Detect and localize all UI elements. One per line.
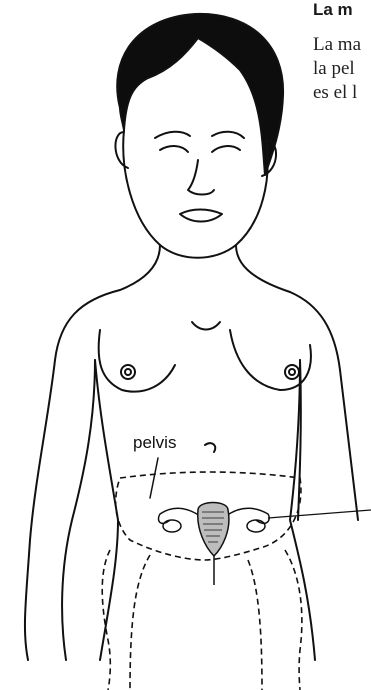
- navel: [205, 443, 215, 452]
- pelvis-pointer-line: [150, 458, 158, 498]
- uterus-pointer-line: [268, 510, 371, 518]
- sternum-mark: [192, 322, 220, 330]
- fallopian-tube-left: [158, 508, 200, 523]
- nipple-left-inner: [125, 369, 131, 375]
- uterus: [198, 503, 229, 557]
- nipple-right-inner: [289, 369, 295, 375]
- nipple-left: [121, 365, 135, 379]
- neck-left: [120, 245, 160, 290]
- hip-bone-right: [285, 550, 302, 690]
- nipple-right: [285, 365, 299, 379]
- section-heading: La m: [313, 0, 353, 20]
- body-text-line-1: La ma: [313, 34, 361, 56]
- breast-left: [99, 330, 175, 392]
- neck-right: [236, 245, 290, 292]
- eye-right: [212, 146, 240, 152]
- body-text-line-2: la pel: [313, 58, 355, 80]
- nose: [188, 160, 214, 195]
- torso-left: [95, 360, 118, 660]
- hair: [117, 14, 283, 175]
- breast-right: [230, 330, 311, 390]
- hip-bone-right-inner: [248, 560, 262, 690]
- eye-left: [160, 146, 188, 152]
- ovary-left: [163, 520, 181, 532]
- ovary-right: [247, 520, 265, 532]
- mouth: [180, 210, 222, 222]
- arm-left: [25, 290, 120, 660]
- body-text-line-3: es el l: [313, 82, 357, 104]
- arm-left-inner: [62, 360, 95, 660]
- hip-bone-left-inner: [130, 555, 150, 690]
- brow-right: [212, 132, 244, 138]
- brow-left: [155, 132, 190, 138]
- fallopian-tube-right: [226, 508, 269, 523]
- pelvis-label: pelvis: [133, 433, 176, 453]
- ear-left: [115, 132, 128, 168]
- torso-right: [290, 360, 315, 660]
